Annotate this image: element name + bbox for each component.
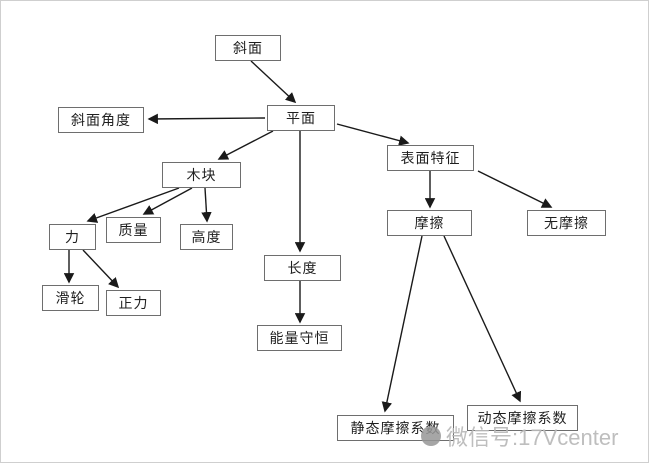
node-static-friction-coefficient: 静态摩擦系数 xyxy=(337,415,454,441)
node-normal-force: 正力 xyxy=(106,290,161,316)
node-label: 正力 xyxy=(118,295,149,311)
node-label: 木块 xyxy=(186,167,217,183)
node-incline-angle: 斜面角度 xyxy=(58,107,144,133)
node-frictionless: 无摩擦 xyxy=(527,210,606,236)
node-force: 力 xyxy=(49,224,96,250)
node-kinetic-friction-coefficient: 动态摩擦系数 xyxy=(467,405,578,431)
node-length: 长度 xyxy=(264,255,341,281)
node-label: 摩擦 xyxy=(414,215,445,231)
node-wood-block: 木块 xyxy=(162,162,241,188)
arrow-wood-block-to-force xyxy=(86,187,180,223)
arrow-surface-features-to-frictionless xyxy=(477,170,553,208)
node-label: 斜面角度 xyxy=(71,112,131,128)
node-label: 长度 xyxy=(287,260,318,276)
node-friction: 摩擦 xyxy=(387,210,472,236)
arrow-plane-to-wood-block xyxy=(217,130,274,160)
node-pulley: 滑轮 xyxy=(42,285,99,311)
node-label: 斜面 xyxy=(233,40,263,56)
node-label: 静态摩擦系数 xyxy=(350,420,441,436)
node-label: 无摩擦 xyxy=(544,215,589,231)
arrow-wood-block-to-height xyxy=(201,187,212,223)
node-plane: 平面 xyxy=(267,105,335,131)
node-label: 表面特征 xyxy=(400,150,461,166)
node-surface-features: 表面特征 xyxy=(387,145,474,171)
arrow-force-to-normal-force xyxy=(82,249,120,289)
node-mass: 质量 xyxy=(106,217,161,243)
arrow-plane-to-surface-features xyxy=(336,123,410,146)
node-label: 高度 xyxy=(191,229,222,245)
node-label: 质量 xyxy=(118,222,149,238)
arrow-friction-to-static-coefficient xyxy=(381,235,423,413)
arrow-inclined-plane-to-plane xyxy=(250,60,297,104)
node-label: 力 xyxy=(65,229,80,245)
arrow-wood-block-to-mass xyxy=(142,187,193,215)
node-label: 平面 xyxy=(286,110,316,126)
node-label: 能量守恒 xyxy=(269,330,330,346)
arrow-plane-to-incline-angle xyxy=(147,113,266,125)
node-height: 高度 xyxy=(180,224,233,250)
node-energy-conservation: 能量守恒 xyxy=(257,325,342,351)
node-label: 滑轮 xyxy=(55,290,86,306)
arrow-friction-to-kinetic-coefficient xyxy=(443,235,522,403)
node-label: 动态摩擦系数 xyxy=(477,410,568,426)
node-inclined-plane: 斜面 xyxy=(215,35,281,61)
